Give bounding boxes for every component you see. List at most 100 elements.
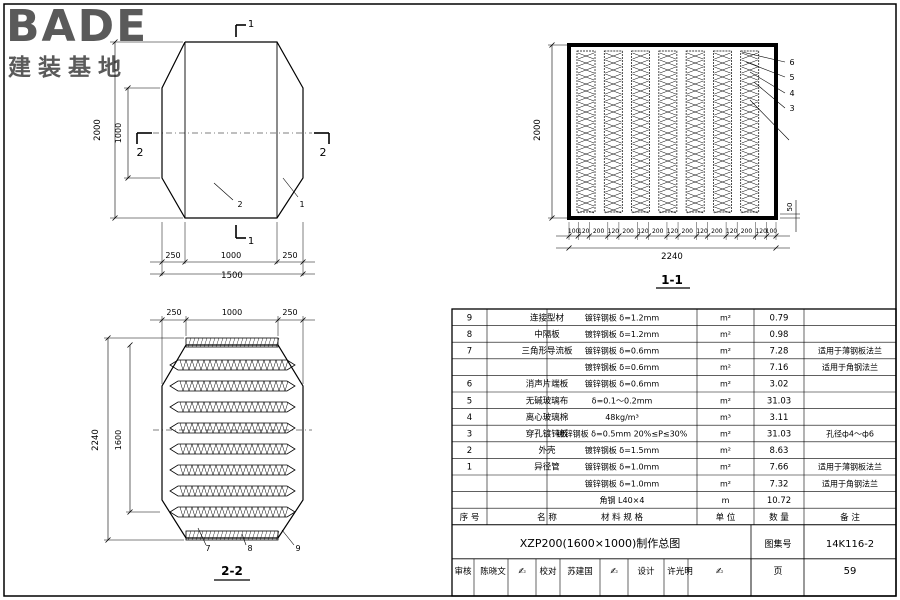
review-cell: 苏建国: [567, 566, 593, 577]
baffle-zigzag: [179, 506, 289, 518]
table-cell-name: 消声片端板: [526, 379, 569, 390]
dim-strip-value: 100: [568, 228, 580, 235]
table-cell-unit: m²: [720, 396, 731, 405]
table-cell-note: 适用于角钢法兰: [822, 478, 878, 488]
leader: [241, 533, 247, 546]
splitter-baffle: [169, 401, 296, 413]
flange-hatch: [207, 337, 212, 348]
review-cell: 陈晓文: [480, 566, 506, 577]
dim-strip-value: 200: [652, 228, 664, 235]
table-cell-no: 1: [467, 463, 472, 473]
dim-segment: 250: [282, 251, 297, 260]
flange-hatch: [259, 530, 264, 541]
table-cell-unit: m²: [720, 463, 731, 472]
table-cell-name: 穿孔镀锌板: [526, 428, 569, 439]
flange-hatch: [195, 337, 200, 348]
page-label: 页: [773, 566, 782, 577]
table-header-cell: 单 位: [716, 512, 736, 523]
section-title-1-1: 1-1: [661, 273, 683, 287]
table-cell-spec: 镀锌钢板 δ=0.6mm: [585, 345, 660, 355]
table-cell-name: 连接型材: [530, 312, 565, 323]
table-cell-name: 中隔板: [534, 329, 560, 340]
signature-mark: ✍: [716, 567, 724, 577]
drawing-title: XZP200(1600×1000)制作总图: [520, 536, 681, 550]
baffle-zigzag: [179, 485, 289, 497]
dim-strip-value: 200: [711, 228, 723, 235]
table-header-cell: 序 号: [460, 512, 480, 523]
dim-tick: [275, 317, 281, 323]
leader-label: 4: [789, 89, 794, 98]
elevation-outline: [161, 41, 304, 219]
table-cell-unit: m²: [720, 380, 731, 389]
table-cell-qty: 0.98: [770, 330, 789, 340]
dim-strip-value: 200: [593, 228, 605, 235]
dim-strip-value: 120: [696, 228, 708, 235]
table-cell-note: 适用于薄钢板法兰: [818, 462, 882, 472]
table-cell-no: 3: [467, 429, 472, 439]
leader: [749, 99, 790, 141]
flange-hatch: [255, 337, 260, 348]
leader: [753, 81, 786, 109]
dim-segment: 1000: [221, 251, 241, 260]
flange-hatch: [247, 337, 252, 348]
dim-strip-value: 200: [682, 228, 694, 235]
dim-strip-value: 120: [608, 228, 620, 235]
dim-tick: [566, 245, 572, 251]
flange-hatch: [243, 530, 248, 541]
flange-hatch: [211, 530, 216, 541]
dim-segment: 250: [165, 251, 180, 260]
table-cell-qty: 10.72: [767, 496, 791, 506]
table-cell-unit: m³: [720, 413, 731, 422]
table-cell-no: 6: [467, 380, 472, 390]
dim-1-1-small: 50: [786, 203, 794, 212]
leader-label: 3: [789, 104, 794, 113]
flange-hatch: [215, 337, 220, 348]
table-cell-no: 5: [467, 396, 472, 406]
section-title-2-2: 2-2: [221, 564, 243, 578]
dim-tick: [159, 259, 165, 265]
muffler-strip: [603, 50, 623, 213]
splitter-baffle: [169, 464, 296, 476]
dim-segment: 250: [166, 308, 181, 317]
dim-tick: [183, 317, 189, 323]
table-cell-qty: 3.11: [770, 413, 789, 423]
leader-label: 5: [789, 73, 794, 82]
table-cell-spec: 镀锌钢板 δ=1.0mm: [585, 478, 660, 488]
table-cell-qty: 7.16: [770, 363, 789, 373]
flange-hatch: [223, 530, 228, 541]
flange-hatch: [215, 530, 220, 541]
flange-hatch: [187, 337, 192, 348]
flange-hatch: [271, 337, 276, 348]
section-mark-1-label: 1: [248, 19, 254, 30]
table-cell-qty: 7.32: [770, 479, 789, 489]
dim-strip-value: 120: [726, 228, 738, 235]
flange-hatch: [275, 530, 280, 541]
flange-hatch: [267, 337, 272, 348]
flange-hatch: [219, 530, 224, 541]
logo-subtitle: 建装基地: [8, 55, 128, 81]
table-cell-qty: 0.79: [770, 313, 789, 323]
section-2-2-outline: [161, 344, 304, 539]
section-1-1-frame: [567, 43, 778, 220]
dim-segment: 250: [282, 308, 297, 317]
baffle-zigzag: [179, 380, 289, 392]
table-cell-spec: 镀锌钢板 δ=1.0mm: [585, 462, 660, 472]
table-cell-spec: δ=0.1～0.2mm: [592, 396, 653, 405]
flange-hatch: [199, 337, 204, 348]
table-header-cell: 材 料 规 格: [601, 512, 644, 523]
atlas-label: 图集号: [764, 538, 791, 550]
table-cell-qty: 31.03: [767, 396, 791, 406]
baffle-zigzag: [179, 359, 289, 371]
leader: [213, 182, 234, 201]
table-header-cell: 名 称: [537, 512, 557, 523]
table-cell-name: 异径管: [534, 462, 560, 473]
flange-hatch: [203, 530, 208, 541]
table-cell-name: 无碱玻璃布: [526, 395, 569, 406]
glass-wool-hatch: [741, 52, 758, 214]
table-cell-spec: 48kg/m³: [605, 413, 639, 422]
muffler-strip: [631, 50, 650, 213]
dim-tick: [300, 271, 306, 277]
glass-wool-hatch: [632, 52, 649, 214]
section-mark-2-label: 2: [320, 146, 327, 159]
